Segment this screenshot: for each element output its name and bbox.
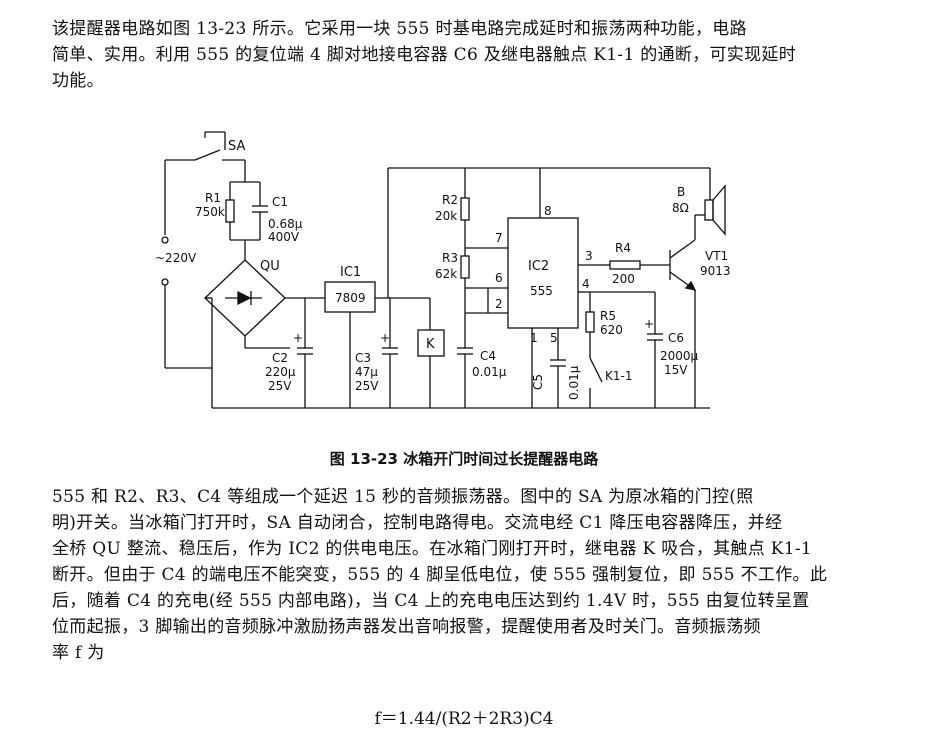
- r3-resistor: [460, 255, 470, 279]
- intro-line: 该提醒器电路如图 13-23 所示。它采用一块 555 时基电路完成延时和振荡两…: [52, 19, 747, 39]
- relay-k: [417, 329, 445, 357]
- c3-plus: +: [380, 331, 390, 345]
- pin-8: 8: [544, 204, 552, 218]
- sa-switch: [194, 149, 221, 161]
- r2-value: 20k: [435, 209, 457, 223]
- body-line: 后，随着 C4 的充电(经 555 内部电路)，当 C4 上的充电电压达到约 1…: [52, 591, 810, 611]
- c6-plus: +: [644, 317, 654, 331]
- c2-voltage: 25V: [268, 379, 292, 393]
- body-line: 率 f 为: [52, 643, 105, 663]
- ic1-part: 7809: [335, 291, 366, 305]
- c4-label: C4: [480, 349, 496, 363]
- r5-value: 620: [600, 323, 623, 337]
- intro-line: 功能。: [52, 71, 104, 91]
- ic2-555: [507, 217, 579, 329]
- r4-label: R4: [615, 241, 631, 255]
- r2-label: R2: [442, 193, 458, 207]
- c4-value: 0.01μ: [472, 365, 507, 379]
- c1-value: 0.68μ: [268, 217, 303, 231]
- ac-terminal: [161, 278, 169, 286]
- c2-value: 220μ: [265, 365, 296, 379]
- r4-value: 200: [612, 272, 635, 286]
- c3-value: 47μ: [355, 365, 378, 379]
- k11-label: K1-1: [605, 369, 632, 383]
- k11-contact: [589, 357, 603, 383]
- c3-label: C3: [355, 351, 371, 365]
- figure-caption: 图 13-23 冰箱开门时间过长提醒器电路: [329, 450, 599, 468]
- pin-3: 3: [585, 249, 593, 263]
- c5-label: C5: [531, 374, 545, 390]
- r4-resistor: [609, 260, 641, 270]
- vt1-part: 9013: [700, 264, 731, 278]
- body-line: 555 和 R2、R3、C4 等组成一个延迟 15 秒的音频振荡器。图中的 SA…: [52, 487, 754, 507]
- c1-label: C1: [272, 195, 288, 209]
- pin-2: 2: [495, 297, 503, 311]
- r1-label: R1: [205, 191, 221, 205]
- c6-voltage: 15V: [664, 363, 688, 377]
- r1-resistor: [225, 199, 235, 223]
- intro-paragraph: 该提醒器电路如图 13-23 所示。它采用一块 555 时基电路完成延时和振荡两…: [52, 16, 892, 94]
- r3-value: 62k: [435, 267, 457, 281]
- r5-label: R5: [600, 309, 616, 323]
- c5-value: 0.01μ: [567, 365, 581, 400]
- intro-line: 简单、实用。利用 555 的复位端 4 脚对地接电容器 C6 及继电器触点 K1…: [52, 45, 796, 65]
- body-line: 断开。但由于 C4 的端电压不能突变，555 的 4 脚呈低电位，使 555 强…: [52, 565, 828, 585]
- circuit-diagram: SA R1 750k C1 0.68μ 400V ~220V QU + C2 2…: [155, 131, 731, 409]
- pin-5: 5: [550, 331, 558, 345]
- body-paragraph: 555 和 R2、R3、C4 等组成一个延迟 15 秒的音频振荡器。图中的 SA…: [52, 484, 892, 666]
- pin-7: 7: [495, 231, 503, 245]
- ic2-part: 555: [530, 284, 553, 298]
- body-line: 位而起振，3 脚输出的音频脉冲激励扬声器发出音响报警，提醒使用者及时关门。音频振…: [52, 617, 761, 637]
- pin-4: 4: [582, 277, 590, 291]
- frequency-formula: f＝1.44/(R2＋2R3)C4: [374, 709, 554, 729]
- relay-label: K: [426, 337, 435, 352]
- pin-6: 6: [495, 271, 503, 285]
- c1-voltage: 400V: [268, 230, 300, 244]
- ic2-label: IC2: [528, 259, 549, 274]
- speaker-label: B: [677, 185, 685, 199]
- c2-label: C2: [272, 351, 288, 365]
- speaker-b: [704, 199, 714, 221]
- r3-label: R3: [442, 251, 458, 265]
- body-line: 明)开关。当冰箱门打开时，SA 自动闭合，控制电路得电。交流电经 C1 降压电容…: [52, 513, 783, 533]
- r1-value: 750k: [195, 205, 225, 219]
- diode-symbol: [237, 290, 252, 306]
- ac-terminal: [161, 236, 169, 244]
- c6-value: 2000μ: [660, 349, 699, 363]
- ac-label: ~220V: [155, 251, 197, 265]
- sa-label: SA: [228, 139, 245, 154]
- c3-voltage: 25V: [355, 379, 379, 393]
- ic1-label: IC1: [340, 265, 361, 280]
- pin-1: 1: [530, 331, 538, 345]
- c6-label: C6: [668, 331, 684, 345]
- vt1-label: VT1: [705, 249, 728, 263]
- c2-plus: +: [293, 331, 303, 345]
- r2-resistor: [460, 197, 470, 221]
- r5-resistor: [585, 311, 595, 333]
- speaker-value: 8Ω: [672, 201, 689, 215]
- qu-label: QU: [260, 259, 280, 274]
- body-line: 全桥 QU 整流、稳压后，作为 IC2 的供电电压。在冰箱门刚打开时，继电器 K…: [52, 539, 813, 559]
